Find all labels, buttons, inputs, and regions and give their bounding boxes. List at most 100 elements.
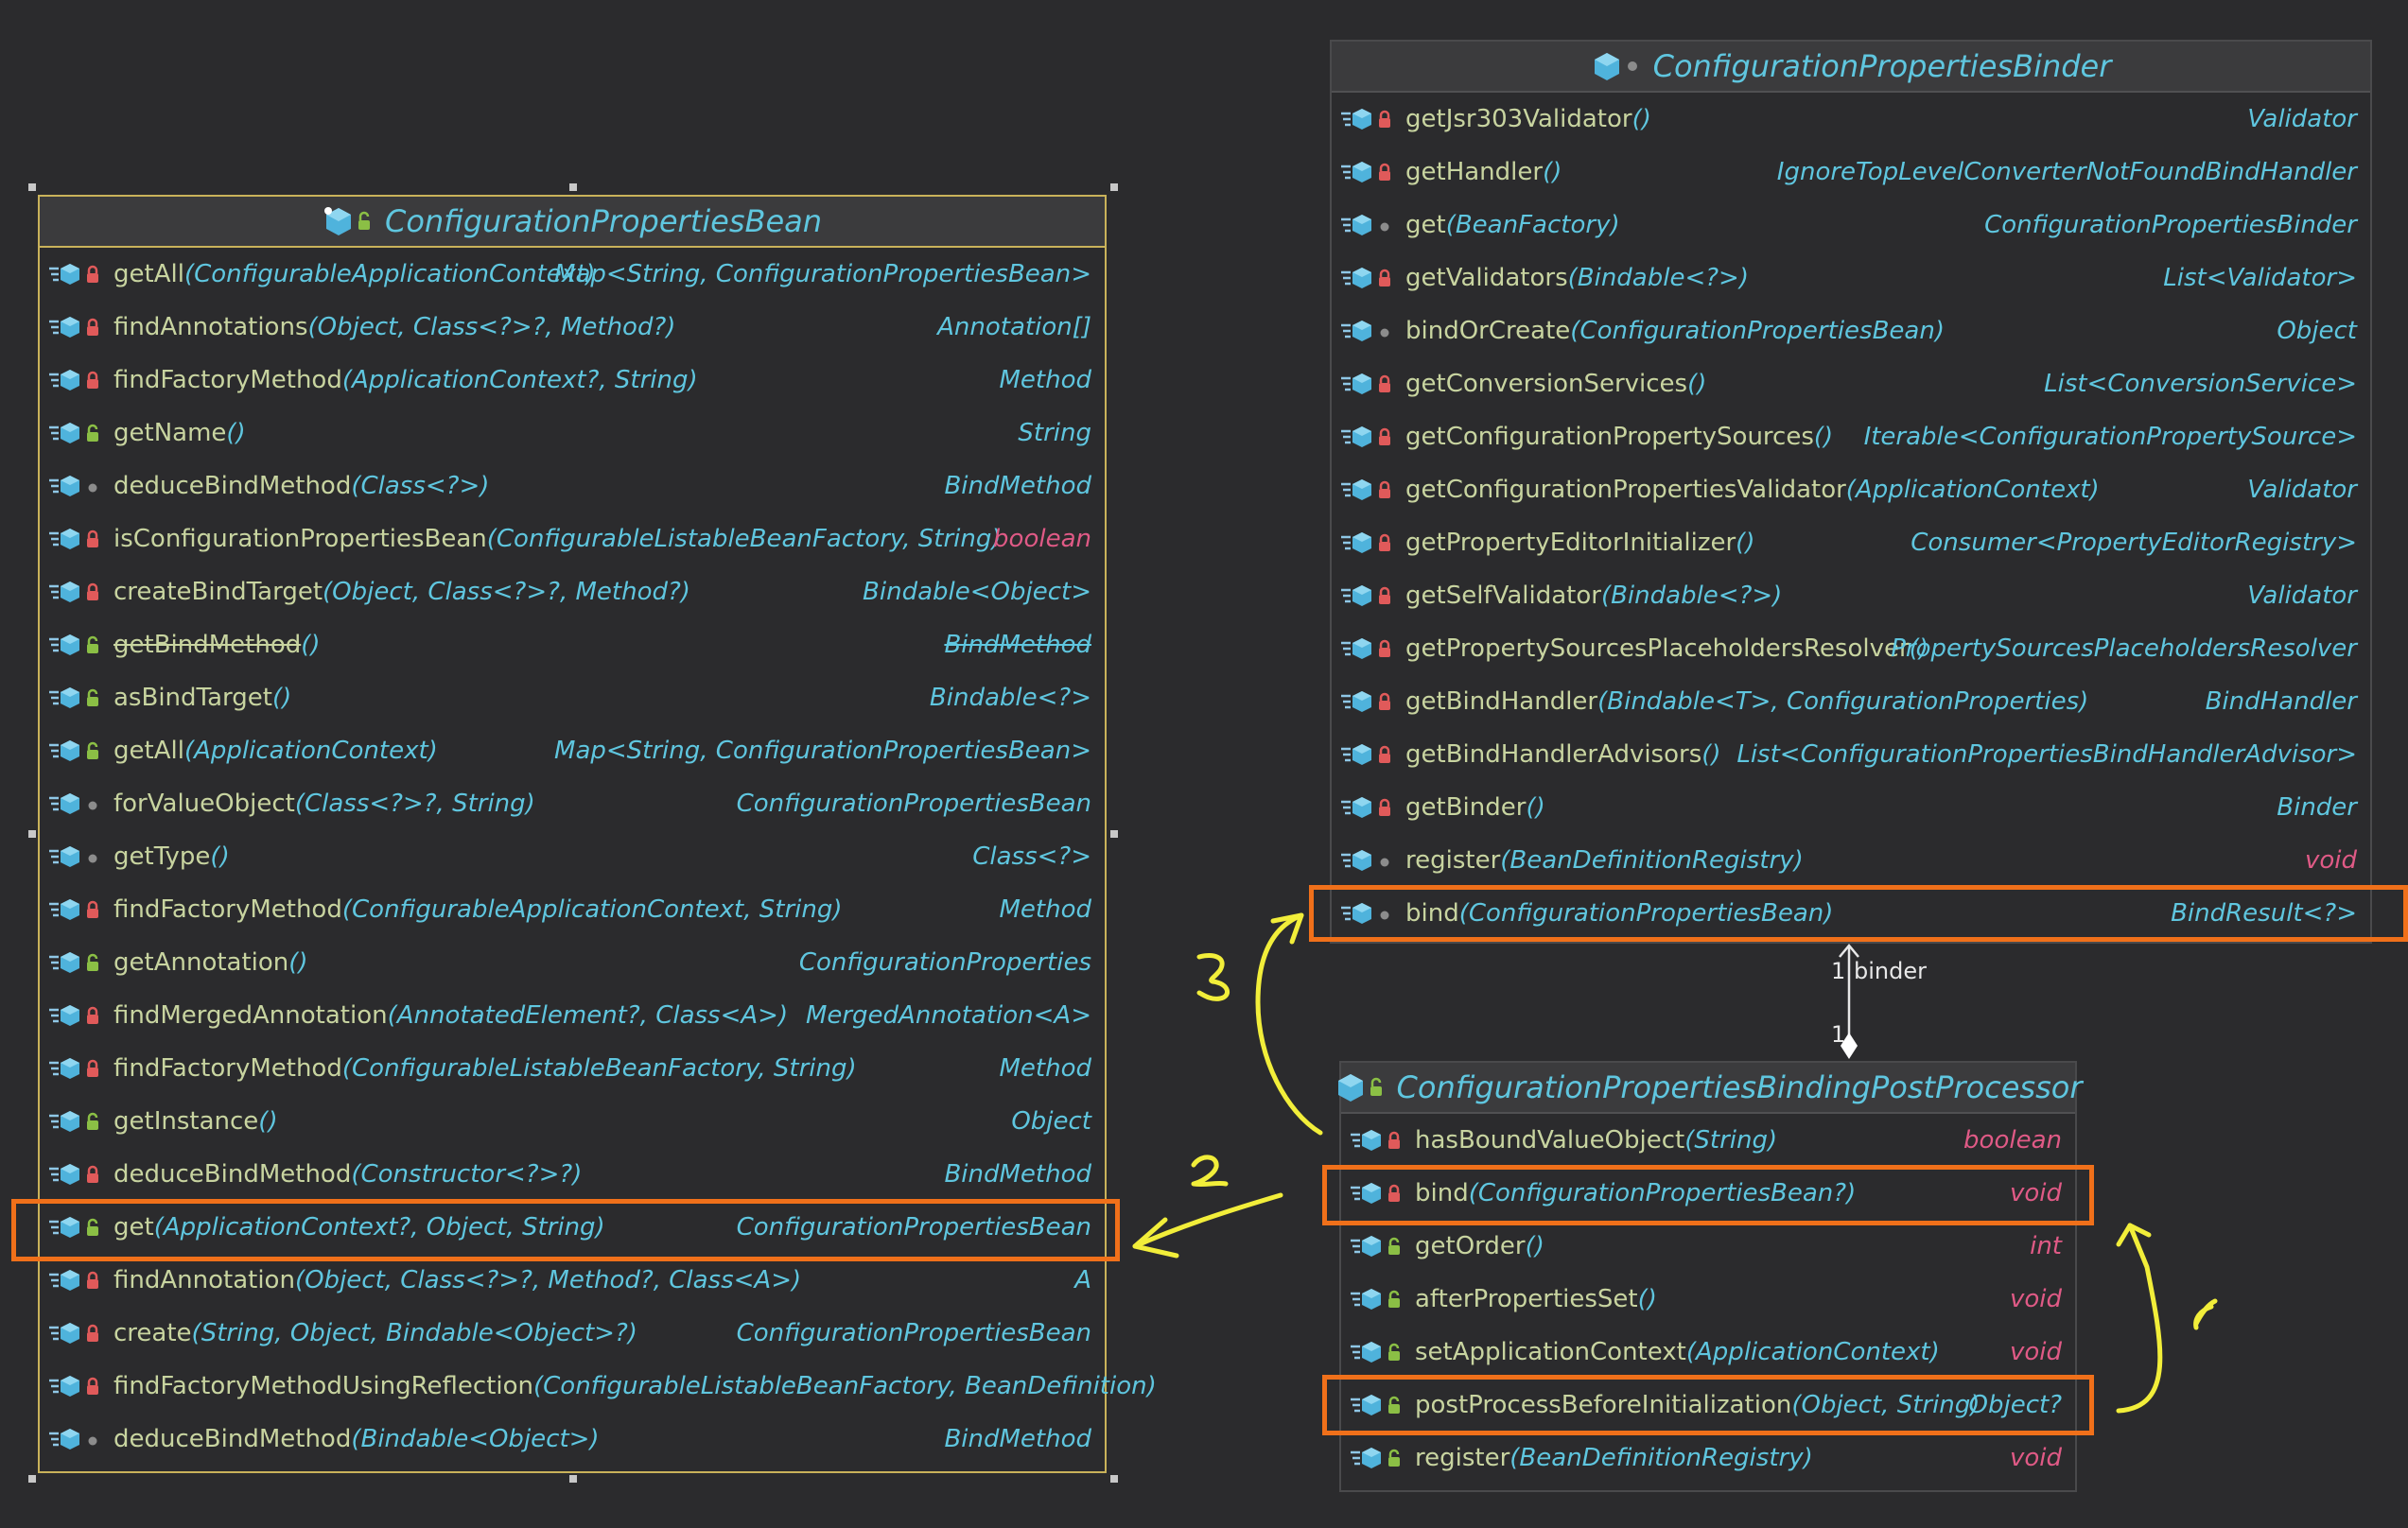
method-row[interactable]: hasBoundValueObject(String)boolean (1341, 1114, 2075, 1167)
method-name: findAnnotations (113, 313, 308, 341)
method-row[interactable]: findFactoryMethod(ApplicationContext?, S… (40, 354, 1105, 407)
method-name: findFactoryMethodUsingReflection (113, 1372, 533, 1400)
resize-handle[interactable] (1110, 183, 1118, 191)
method-row[interactable]: getSelfValidator(Bindable<?>)Validator (1332, 569, 2370, 622)
method-name: getBindHandler (1405, 687, 1598, 716)
class-panel-configuration-properties-binder[interactable]: ConfigurationPropertiesBinder getJsr303V… (1330, 40, 2372, 944)
method-name: postProcessBeforeInitialization (1415, 1391, 1792, 1419)
method-row[interactable]: get(ApplicationContext?, Object, String)… (40, 1201, 1105, 1254)
method-signature: (AnnotatedElement?, Class<A>) (387, 1001, 789, 1030)
method-icons (1332, 688, 1405, 715)
method-row[interactable]: getBindHandler(Bindable<T>, Configuratio… (1332, 675, 2370, 728)
method-package-icon (49, 476, 97, 496)
method-row[interactable]: bind(ConfigurationPropertiesBean)BindRes… (1332, 887, 2370, 940)
method-row[interactable]: findAnnotations(Object, Class<?>?, Metho… (40, 301, 1105, 354)
method-row[interactable]: getAll(ConfigurableApplicationContext)Ma… (40, 248, 1105, 301)
method-row[interactable]: getType()Class<?> (40, 830, 1105, 883)
role-label: binder (1854, 958, 1927, 984)
method-row[interactable]: findFactoryMethod(ConfigurableApplicatio… (40, 883, 1105, 936)
method-row[interactable]: findMergedAnnotation(AnnotatedElement?, … (40, 989, 1105, 1042)
method-name: getBindHandlerAdvisors (1405, 740, 1702, 769)
method-public-icon (49, 634, 98, 655)
method-row[interactable]: register(BeanDefinitionRegistry)void (1332, 834, 2370, 887)
method-row[interactable]: createBindTarget(Object, Class<?>?, Meth… (40, 565, 1105, 618)
method-row[interactable]: getBindHandlerAdvisors()List<Configurati… (1332, 728, 2370, 781)
method-row[interactable]: getValidators(Bindable<?>)List<Validator… (1332, 252, 2370, 304)
resize-handle[interactable] (1110, 1475, 1118, 1483)
method-signature: () (1632, 105, 1651, 133)
return-type: ConfigurationPropertiesBean (736, 1319, 1091, 1347)
method-row[interactable]: create(String, Object, Bindable<Object>?… (40, 1307, 1105, 1360)
method-row[interactable]: asBindTarget()Bindable<?> (40, 671, 1105, 724)
method-name: setApplicationContext (1415, 1338, 1686, 1366)
method-icons (40, 685, 113, 711)
method-row[interactable]: findAnnotation(Object, Class<?>?, Method… (40, 1254, 1105, 1307)
method-private-icon (1341, 744, 1390, 765)
method-row[interactable]: deduceBindMethod(Bindable<Object>)BindMe… (40, 1413, 1105, 1466)
method-name: get (1405, 211, 1446, 239)
return-type: Method (999, 895, 1091, 924)
method-name: getBindMethod (113, 631, 302, 659)
resize-handle[interactable] (569, 183, 577, 191)
method-row[interactable]: deduceBindMethod(Class<?>)BindMethod (40, 460, 1105, 512)
method-row[interactable]: getJsr303Validator()Validator (1332, 93, 2370, 146)
class-panel-binding-post-processor[interactable]: ConfigurationPropertiesBindingPostProces… (1337, 1061, 2082, 1492)
method-row[interactable]: getAnnotation()ConfigurationProperties (40, 936, 1105, 989)
method-row[interactable]: getAll(ApplicationContext)Map<String, Co… (40, 724, 1105, 777)
method-row[interactable]: bindOrCreate(ConfigurationPropertiesBean… (1332, 304, 2370, 357)
method-row[interactable]: deduceBindMethod(Constructor<?>?)BindMet… (40, 1148, 1105, 1201)
method-name: getName (113, 419, 227, 447)
method-row[interactable]: getName()String (40, 407, 1105, 460)
method-row[interactable]: get(BeanFactory)ConfigurationPropertiesB… (1332, 199, 2370, 252)
method-icons (40, 1002, 113, 1029)
resize-handle[interactable] (28, 1475, 36, 1483)
method-row[interactable]: getPropertyEditorInitializer()Consumer<P… (1332, 516, 2370, 569)
return-type: BindResult<?> (2171, 899, 2357, 928)
resize-handle[interactable] (569, 1475, 577, 1483)
method-row[interactable]: getBindMethod()BindMethod (40, 618, 1105, 671)
method-signature: () (288, 948, 308, 977)
method-row[interactable]: isConfigurationPropertiesBean(Configurab… (40, 512, 1105, 565)
class-panel-configuration-properties-bean[interactable]: ConfigurationPropertiesBean getAll(Confi… (38, 195, 1157, 1473)
method-public-icon (1351, 1395, 1400, 1415)
method-package-icon (49, 793, 97, 814)
method-name: getInstance (113, 1107, 259, 1136)
resize-handle[interactable] (28, 830, 36, 838)
method-row[interactable]: afterPropertiesSet()void (1341, 1273, 2075, 1326)
method-row[interactable]: getBinder()Binder (1332, 781, 2370, 834)
method-row[interactable]: getConfigurationPropertySources()Iterabl… (1332, 410, 2370, 463)
resize-handle[interactable] (1110, 830, 1118, 838)
method-icons (1332, 794, 1405, 821)
method-signature: (ConfigurationPropertiesBean) (1570, 317, 1945, 345)
method-row[interactable]: setApplicationContext(ApplicationContext… (1341, 1326, 2075, 1379)
return-type: Class<?> (972, 842, 1091, 871)
method-row[interactable]: getConfigurationPropertiesValidator(Appl… (1332, 463, 2370, 516)
method-row[interactable]: findFactoryMethod(ConfigurableListableBe… (40, 1042, 1105, 1095)
class-icon (1335, 1071, 1386, 1103)
method-row[interactable]: getInstance()Object (40, 1095, 1105, 1148)
method-name: getSelfValidator (1405, 582, 1601, 610)
method-row[interactable]: getHandler()IgnoreTopLevelConverterNotFo… (1332, 146, 2370, 199)
method-icons (40, 1426, 113, 1452)
return-type: Validator (2247, 105, 2357, 133)
method-name: findAnnotation (113, 1266, 295, 1294)
method-public-icon (49, 423, 98, 443)
method-private-icon (1341, 479, 1390, 500)
method-row[interactable]: getPropertySourcesPlaceholdersResolver()… (1332, 622, 2370, 675)
method-row[interactable]: getConversionServices()List<ConversionSe… (1332, 357, 2370, 410)
method-signature: (Constructor<?>?) (351, 1160, 583, 1189)
method-row[interactable]: getOrder()int (1341, 1220, 2075, 1273)
method-private-icon (49, 1323, 98, 1344)
class-header[interactable]: ConfigurationPropertiesBindingPostProces… (1337, 1063, 2082, 1114)
method-row[interactable]: postProcessBeforeInitialization(Object, … (1341, 1379, 2075, 1432)
class-header[interactable]: ConfigurationPropertiesBinder (1332, 42, 2370, 93)
resize-handle[interactable] (28, 183, 36, 191)
method-row[interactable]: forValueObject(Class<?>?, String)Configu… (40, 777, 1105, 830)
class-header[interactable]: ConfigurationPropertiesBean (40, 197, 1105, 248)
method-row[interactable]: register(BeanDefinitionRegistry)void (1341, 1432, 2075, 1485)
method-signature: (ConfigurableListableBeanFactory, String… (341, 1054, 857, 1083)
method-row[interactable]: findFactoryMethodUsingReflection(Configu… (40, 1360, 1157, 1413)
method-row[interactable]: bind(ConfigurationPropertiesBean?)void (1341, 1167, 2075, 1220)
method-private-icon (1341, 532, 1390, 553)
